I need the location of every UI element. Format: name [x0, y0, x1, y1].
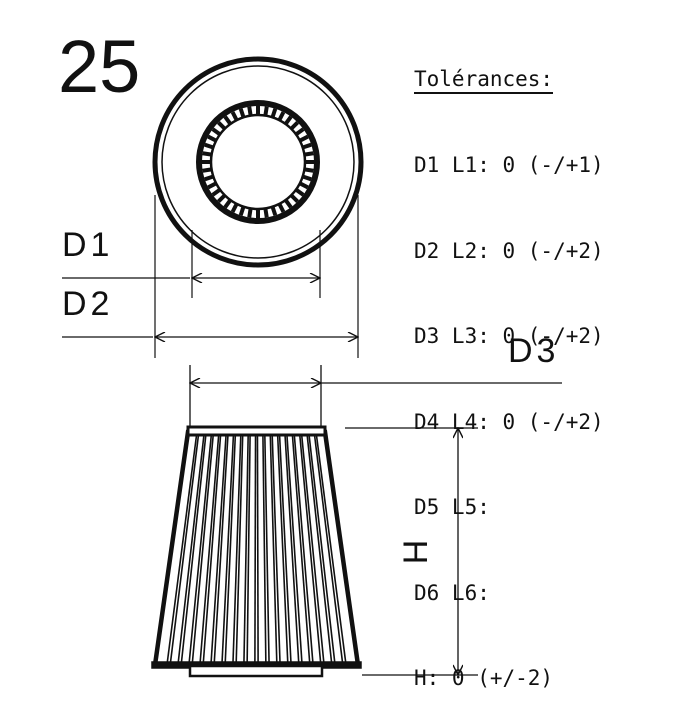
- tolerance-line: D2 L2: 0 (-/+2): [414, 238, 604, 263]
- filter-top-view: [152, 56, 364, 268]
- tolerances-title: Tolérances:: [414, 66, 554, 94]
- d3-dimension-line: [190, 365, 562, 432]
- d2-label: D2: [62, 285, 114, 323]
- inner-ring-teeth: [202, 106, 314, 218]
- tolerance-line: D4 L4: 0 (-/+2): [414, 409, 604, 434]
- tolerance-line: D5 L5:: [414, 495, 490, 519]
- extension-lines-top: [154, 195, 359, 358]
- tolerance-line: D3 L3: 0 (-/+2): [414, 324, 604, 348]
- d3-label: D3: [508, 332, 560, 370]
- filter-diagram: [62, 56, 562, 678]
- model-number: 25: [58, 25, 141, 108]
- tolerance-line: H: 0 (+/-2): [414, 666, 554, 690]
- h-dimension-line: [345, 428, 478, 675]
- tolerances-table: Tolérances: D1 L1: 0 (-/+1) D2 L2: 0 (-/…: [414, 8, 604, 721]
- filter-pleats: [166, 435, 347, 663]
- tolerance-line: D6 L6:: [414, 580, 490, 605]
- h-label: H: [395, 539, 434, 565]
- filter-side-view: [151, 425, 362, 678]
- d1-label: D1: [62, 226, 114, 264]
- tolerance-line: D1 L1: 0 (-/+1): [414, 153, 604, 177]
